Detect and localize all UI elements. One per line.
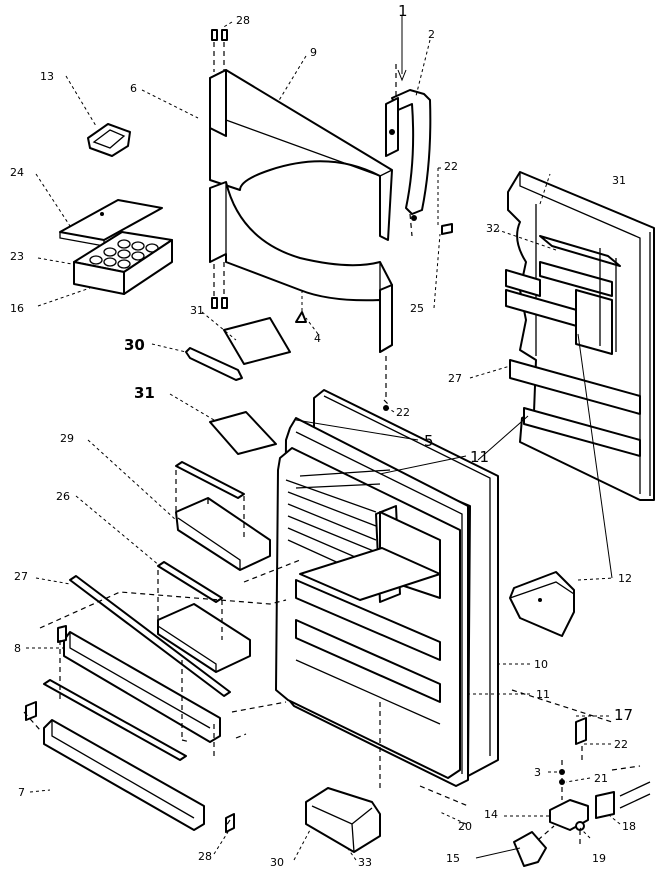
callout-26: 26 <box>56 490 70 503</box>
freezer-shelf-part-31 <box>223 317 291 365</box>
callout-3: 3 <box>534 766 541 779</box>
callout-29: 29 <box>60 432 74 445</box>
shelf-rail-part-30 <box>185 347 243 381</box>
callout-2: 2 <box>428 28 435 41</box>
callout-21: 21 <box>594 772 608 785</box>
callout-18: 18 <box>622 820 636 833</box>
callout-22-lower: 22 <box>614 738 628 751</box>
assembly-lines <box>23 470 613 827</box>
callout-23: 23 <box>10 250 24 263</box>
callout-31-freezer: 31 <box>190 304 204 317</box>
callout-17: 17 <box>614 706 633 724</box>
callout-labels: 28 6 9 1 2 22 25 13 24 23 16 31 30 4 31 … <box>10 2 636 869</box>
dairy-door-bar-part-27 <box>69 575 231 697</box>
callout-12: 12 <box>618 572 632 585</box>
cabinet-liner <box>275 417 469 787</box>
callout-27-left: 27 <box>14 570 28 583</box>
small-clip-28 <box>225 813 235 833</box>
callout-30-upper: 30 <box>124 336 145 354</box>
dairy-bin-part-8 <box>57 625 221 743</box>
door-bin-part-26 <box>157 561 251 673</box>
callout-5: 5 <box>424 432 434 450</box>
callout-33: 33 <box>358 856 372 869</box>
freezer-door-handle <box>385 64 432 237</box>
hinge-pin-part-22 <box>383 223 453 411</box>
bottle-bin-part-7 <box>25 701 205 831</box>
callout-16: 16 <box>10 302 24 315</box>
callout-7: 7 <box>18 786 25 799</box>
leader-lines <box>26 16 621 861</box>
callout-31-crisper: 31 <box>134 384 155 402</box>
callout-32: 32 <box>486 222 500 235</box>
callout-28-top: 28 <box>236 14 250 27</box>
hinge-cap-part-17 <box>575 717 587 760</box>
callout-6: 6 <box>130 82 137 95</box>
callout-9: 9 <box>310 46 317 59</box>
ice-bucket-lid <box>87 123 131 157</box>
callout-19: 19 <box>592 852 606 865</box>
callout-4: 4 <box>314 332 321 345</box>
callout-31-door: 31 <box>612 174 626 187</box>
callout-10: 10 <box>534 658 548 671</box>
freezer-door-outer-panel <box>209 69 393 241</box>
callout-14: 14 <box>484 808 498 821</box>
callout-20: 20 <box>458 820 472 833</box>
callout-11-upper: 11 <box>470 448 489 466</box>
callout-1: 1 <box>398 2 408 20</box>
fresh-food-door <box>505 171 655 501</box>
callout-22-middle: 22 <box>396 406 410 419</box>
ice-cube-tray <box>73 231 173 295</box>
callout-15: 15 <box>446 852 460 865</box>
crisper-cover-part-31 <box>209 411 277 455</box>
callout-27-right: 27 <box>448 372 462 385</box>
bottom-hinge-assembly <box>513 760 651 867</box>
freezer-door-inner-panel <box>209 181 393 353</box>
callout-24: 24 <box>10 166 24 179</box>
freezer-door-hinge-screws <box>211 29 228 309</box>
callout-13: 13 <box>40 70 54 83</box>
door-bin-part-29 <box>175 461 271 571</box>
callout-8: 8 <box>14 642 21 655</box>
callout-25: 25 <box>410 302 424 315</box>
callout-30-lower: 30 <box>270 856 284 869</box>
bottle-shelf-bar <box>43 679 187 761</box>
callout-28-bottom: 28 <box>198 850 212 863</box>
callout-11-lower: 11 <box>536 688 550 701</box>
door-stop-part-4 <box>295 290 307 323</box>
callout-22-upper: 22 <box>444 160 458 173</box>
meat-pan-part-33 <box>305 787 381 853</box>
butter-compartment-part-12 <box>509 571 575 637</box>
